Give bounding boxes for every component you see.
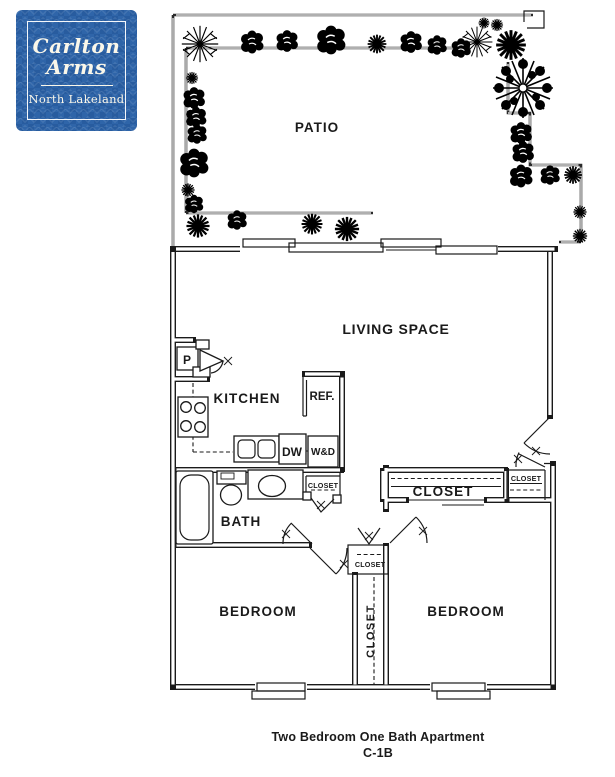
bush-icon [179, 147, 210, 179]
door-jamb [302, 491, 312, 501]
sink-basin [257, 439, 276, 459]
spiky-plant-icon [366, 33, 388, 55]
bath-label: BATH [221, 514, 262, 529]
kitchen-label: KITCHEN [214, 391, 281, 406]
patio-wall-end-hook [523, 10, 545, 29]
spiky-plant-icon [477, 16, 491, 30]
bedroom-left-label: BEDROOM [219, 604, 297, 619]
bush-icon [399, 30, 423, 54]
community-logo: Carlton Arms North Lakeland [16, 10, 137, 131]
logo-divider [40, 84, 113, 86]
closets [302, 469, 546, 684]
bush-icon [427, 34, 448, 56]
caption-line1: Two Bedroom One Bath Apartment [272, 730, 486, 744]
spiky-plant-icon [300, 212, 324, 236]
bedroom-right-closet-label: CLOSET [413, 484, 474, 499]
burner [180, 420, 192, 432]
burner [194, 421, 206, 433]
hall-closet-label: CLOSET [355, 560, 386, 569]
spiky-plant-icon [180, 182, 196, 198]
kitchen [176, 339, 339, 468]
spiky-plant-icon [494, 28, 528, 62]
patio-label: PATIO [295, 120, 339, 135]
toilet-tank [216, 470, 247, 485]
living-space-label: LIVING SPACE [342, 321, 449, 337]
sink-basin [237, 439, 256, 459]
spiky-plant-icon [563, 165, 583, 185]
bush-icon [187, 123, 208, 145]
bath-closet-label: CLOSET [308, 481, 339, 490]
landscaping [179, 16, 588, 244]
hall-closet-box [347, 544, 389, 575]
doors [223, 356, 551, 575]
tall-closet-label: CLOSET [365, 604, 377, 658]
window-sill [251, 690, 306, 700]
door-jamb [332, 494, 342, 504]
entry-closet-label: CLOSET [511, 474, 542, 483]
spiky-plant-icon [572, 228, 588, 244]
spiky-plant-icon [572, 204, 588, 220]
sliding-door-panel [380, 238, 442, 248]
entry-door [523, 416, 551, 455]
caption-line2: C-1B [363, 746, 393, 760]
door-jamb [195, 339, 210, 350]
bush-icon [509, 163, 534, 189]
window-sill [436, 690, 491, 700]
burner [180, 401, 192, 413]
living-room-glazing [240, 238, 498, 256]
bush-icon [316, 24, 347, 56]
vanity-sink [257, 474, 287, 498]
bush-icon [275, 29, 299, 53]
door-tick-marks [223, 356, 541, 569]
logo-frame: Carlton Arms North Lakeland [27, 21, 126, 120]
dishwasher-box [278, 433, 307, 465]
logo-name-line1: Carlton [32, 33, 121, 58]
bathtub [175, 470, 214, 545]
branch-shrub-icon [181, 25, 219, 63]
bush-icon [185, 106, 207, 128]
toilet-lid [220, 472, 235, 480]
bush-icon [511, 140, 535, 164]
pantry-label: P [183, 353, 191, 367]
spiky-plant-icon [185, 71, 199, 85]
bifold-door [310, 497, 335, 513]
bedroom-right-door [389, 516, 428, 544]
bedroom-right-label: BEDROOM [427, 604, 505, 619]
bath-door [282, 522, 313, 545]
logo-subtitle: North Lakeland [28, 91, 125, 106]
washer-dryer-label: W&D [311, 447, 335, 458]
bathroom [175, 469, 304, 545]
spiky-plant-icon [490, 18, 504, 32]
unit-walls [170, 246, 558, 690]
refrigerator-label: REF. [310, 391, 335, 403]
bush-icon [184, 194, 204, 214]
washer-dryer-box [307, 435, 339, 468]
pantry-door-wedge [199, 348, 225, 372]
logo-name-line2: Arms [46, 54, 107, 79]
burner [194, 402, 206, 414]
bush-icon [451, 37, 472, 59]
bathtub-inner [179, 474, 210, 541]
tree-icon [492, 57, 554, 119]
entry-closet-door [515, 452, 546, 468]
bush-icon [509, 121, 533, 145]
bifold-door [357, 527, 381, 546]
bedroom-windows [251, 682, 491, 700]
spiky-plant-icon [333, 215, 361, 243]
bush-icon [540, 164, 561, 186]
pantry-box [176, 346, 199, 371]
bush-icon [240, 29, 265, 55]
bedroom-left-door [309, 547, 348, 575]
dishwasher-label: DW [282, 445, 303, 459]
spiky-plant-icon [185, 213, 211, 239]
toilet-bowl [219, 484, 243, 506]
